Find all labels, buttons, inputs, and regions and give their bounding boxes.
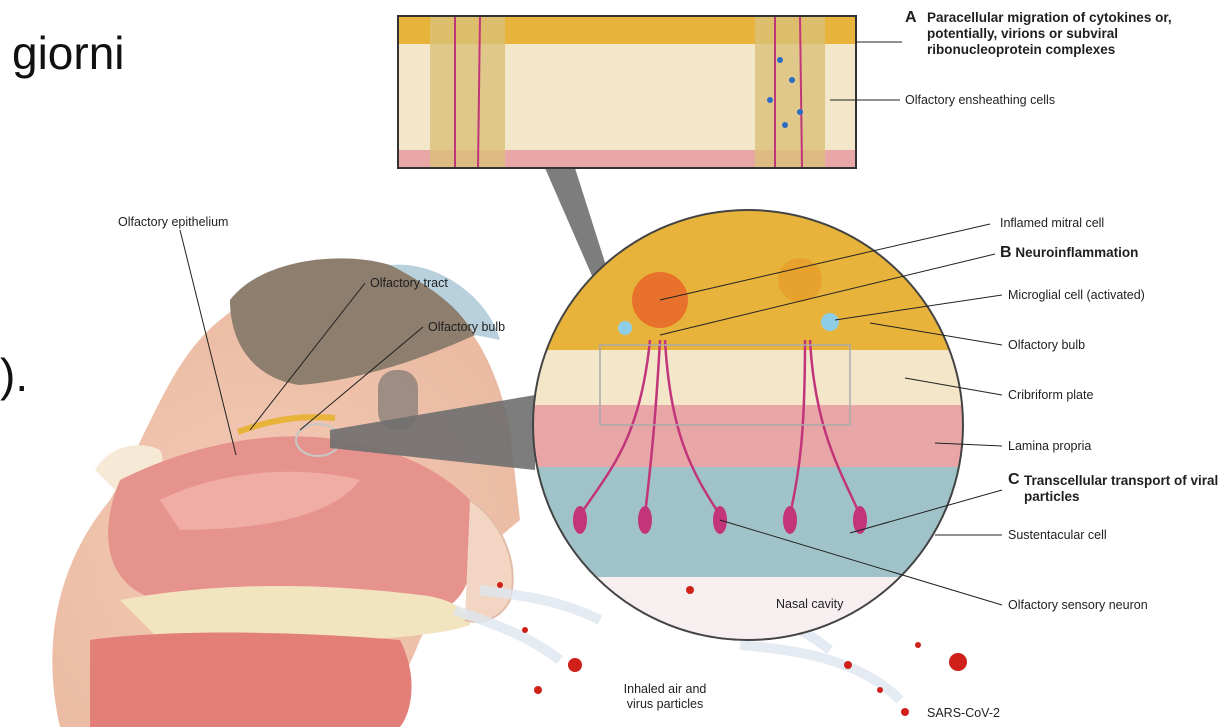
label-olfactory-bulb-left: Olfactory bulb bbox=[428, 320, 505, 335]
label-inflamed-mitral: Inflamed mitral cell bbox=[1000, 216, 1104, 231]
label-cribriform: Cribriform plate bbox=[1008, 388, 1093, 403]
label-sustentacular: Sustentacular cell bbox=[1008, 528, 1107, 543]
label-osn: Olfactory sensory neuron bbox=[1008, 598, 1148, 613]
label-nasal-cavity: Nasal cavity bbox=[776, 597, 843, 612]
label-ensheathing: Olfactory ensheathing cells bbox=[905, 93, 1055, 108]
olfactory-bulb-layer bbox=[530, 205, 970, 355]
cribriform-layer bbox=[530, 350, 970, 405]
label-a-text: Paracellular migration of cytokines or, … bbox=[927, 10, 1227, 59]
slide-fragment: ). bbox=[0, 352, 28, 398]
label-lamina-propria: Lamina propria bbox=[1008, 439, 1091, 454]
label-olfactory-bulb-right: Olfactory bulb bbox=[1008, 338, 1085, 353]
label-a-letter: A bbox=[905, 8, 917, 27]
label-microglial: Microglial cell (activated) bbox=[1008, 288, 1145, 303]
label-inhaled: Inhaled air and virus particles bbox=[610, 682, 720, 712]
label-b: B Neuroinflammation bbox=[1000, 243, 1138, 262]
label-olfactory-epithelium: Olfactory epithelium bbox=[118, 215, 228, 230]
label-sarscov2: SARS-CoV-2 bbox=[927, 706, 1000, 721]
lamina-layer bbox=[530, 405, 970, 467]
label-c-letter: C bbox=[1008, 470, 1020, 489]
slide-word-giorni: giorni bbox=[12, 30, 125, 76]
detail-box bbox=[398, 16, 856, 168]
microglial-cell bbox=[821, 313, 839, 331]
label-olfactory-tract: Olfactory tract bbox=[370, 276, 448, 291]
epithelium-layer bbox=[530, 467, 970, 577]
label-c-text: Transcellular transport of viral particl… bbox=[1024, 473, 1224, 505]
label-b-text: Neuroinflammation bbox=[1015, 245, 1138, 260]
